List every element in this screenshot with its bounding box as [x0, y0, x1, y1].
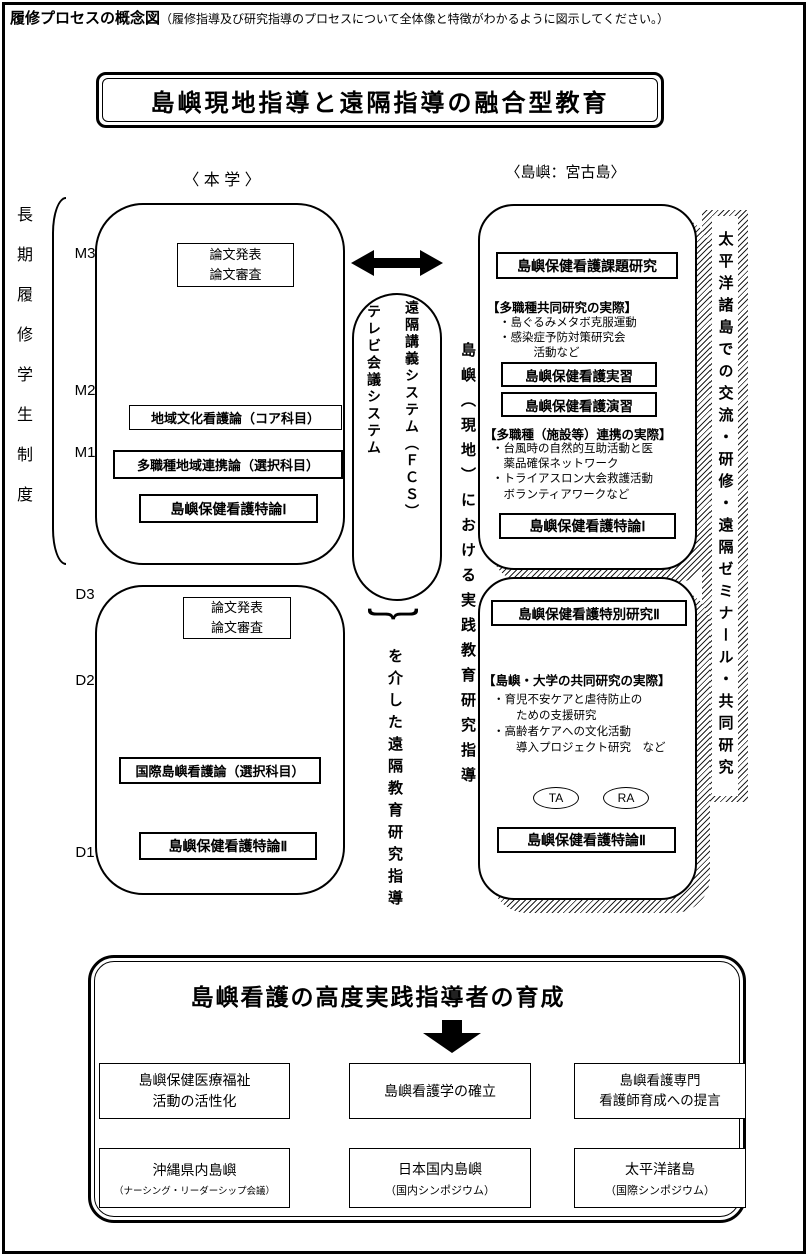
university-joint-bullets: ・育児不安ケアと虐待防止の ための支援研究 ・高齢者ケアへの文化活動 導入プロジ…	[493, 694, 666, 755]
banner-title: 島嶼現地指導と遠隔指導の融合型教育	[102, 78, 658, 122]
doctor-thesis-box: 論文発表 論文審査	[183, 597, 291, 639]
underbrace-icon: }	[367, 607, 429, 621]
page-note: （履修指導及び研究指導のプロセスについて全体像と特徴がわかるように図示してくださ…	[160, 12, 669, 26]
university-joint-heading: 【島嶼・大学の共同研究の実際】	[483, 674, 671, 688]
joint-research-heading: 【多職種共同研究の実際】	[487, 301, 638, 315]
tv-conference-system-label: テレビ会議システム	[366, 304, 382, 457]
course-regional-culture-nursing: 地域文化看護論（コア科目）	[129, 405, 342, 430]
japan-islands-label: 日本国内島嶼	[398, 1160, 482, 1177]
japan-islands-note: （国内シンポジウム）	[385, 1184, 495, 1197]
joint-research-bullets: ・島ぐるみメタボ克服運動 ・感染症予防対策研究会 活動など	[499, 317, 637, 360]
pacific-islands-note: （国際シンポジウム）	[605, 1184, 715, 1197]
double-arrow-icon	[350, 247, 444, 279]
down-arrow-icon	[417, 1020, 487, 1054]
grade-marker-m1: M1	[74, 444, 96, 461]
label-university: 〈 本 学 〉	[183, 172, 261, 189]
grade-marker-d2: D2	[75, 672, 95, 689]
remote-system-container	[352, 293, 442, 601]
grade-marker-d1: D1	[75, 844, 95, 861]
island-course-1-box: 島嶼保健看護特論Ⅰ	[499, 513, 676, 539]
label-island: 〈島嶼：宮古島〉	[505, 164, 626, 181]
via-remote-education-label: を介した遠隔教育研究指導	[386, 648, 403, 912]
remote-lecture-system-label: 遠隔講義システム（ＦＣＳ）	[404, 300, 420, 521]
master-thesis-box: 論文発表 論文審査	[177, 243, 294, 287]
course-multiprofession-regional: 多職種地域連携論（選択科目）	[113, 450, 343, 479]
page-title: 履修プロセスの概念図	[10, 10, 161, 27]
long-term-program-label: 長期履修学生制度	[14, 206, 31, 526]
special-research-box: 島嶼保健看護特別研究Ⅱ	[491, 600, 687, 626]
facility-collab-heading: 【多職種（施設等）連携の実際】	[484, 428, 672, 442]
island-seminar-box: 島嶼保健看護演習	[501, 392, 657, 417]
okinawa-islands-note: （ナーシング・リーダーシップ会議）	[113, 1185, 276, 1197]
outcome-title: 島嶼看護の高度実践指導者の育成	[190, 984, 566, 1010]
grade-marker-d3: D3	[75, 586, 95, 603]
facility-collab-bullets: ・台風時の自然的互助活動と医 薬品確保ネットワーク ・トライアスロン大会救護活動…	[492, 443, 653, 501]
pacific-islands-label: 太平洋諸島	[625, 1160, 695, 1177]
island-practice-axis-label: 島嶼（現地）における実践教育研究指導	[459, 342, 476, 792]
okinawa-islands-box: 沖縄県内島嶼 （ナーシング・リーダーシップ会議）	[99, 1148, 290, 1208]
island-course-2-box: 島嶼保健看護特論Ⅱ	[497, 827, 676, 853]
japan-islands-box: 日本国内島嶼 （国内シンポジウム）	[349, 1148, 531, 1208]
curly-bracket-icon	[52, 197, 66, 565]
ra-ellipse: RA	[603, 787, 649, 809]
outcome-nursing-science-box: 島嶼看護学の確立	[349, 1063, 531, 1119]
pacific-islands-box: 太平洋諸島 （国際シンポジウム）	[574, 1148, 746, 1208]
banner: 島嶼現地指導と遠隔指導の融合型教育	[96, 72, 664, 128]
ta-ellipse: TA	[533, 787, 579, 809]
course-island-health-nursing-2: 島嶼保健看護特論Ⅱ	[139, 832, 317, 860]
island-practicum-box: 島嶼保健看護実習	[501, 362, 657, 387]
course-international-island-nursing: 国際島嶼看護論（選択科目）	[119, 757, 321, 784]
outcome-specialist-box: 島嶼看護専門 看護師育成への提言	[574, 1063, 746, 1119]
okinawa-islands-label: 沖縄県内島嶼	[152, 1161, 237, 1178]
course-island-health-nursing-1: 島嶼保健看護特論Ⅰ	[139, 494, 318, 523]
page-header: 履修プロセスの概念図（履修指導及び研究指導のプロセスについて全体像と特徴がわかる…	[10, 7, 790, 28]
island-task-research-box: 島嶼保健看護課題研究	[496, 252, 678, 279]
grade-marker-m3: M3	[74, 245, 96, 262]
outcome-welfare-box: 島嶼保健医療福祉 活動の活性化	[99, 1063, 290, 1119]
pacific-exchange-label: 太平洋諸島での交流・研修・遠隔ゼミナール・共同研究	[716, 231, 734, 781]
grade-marker-m2: M2	[74, 382, 96, 399]
